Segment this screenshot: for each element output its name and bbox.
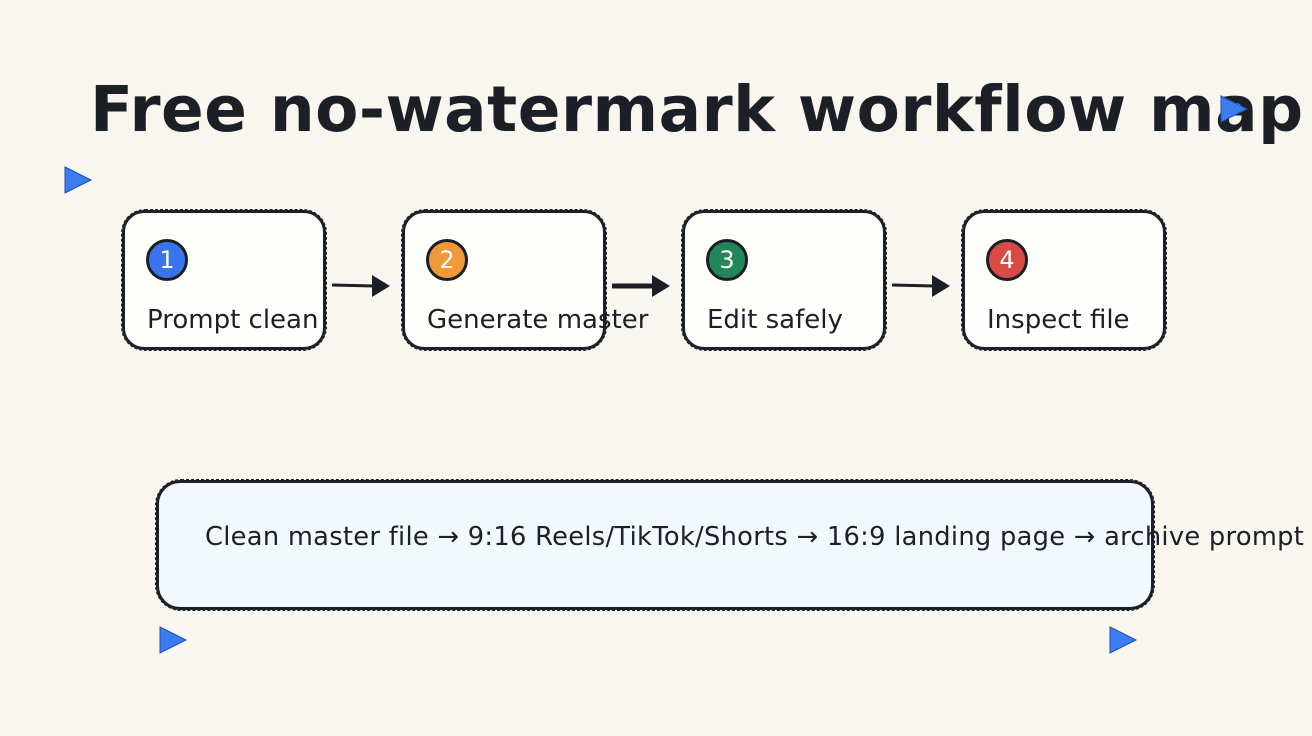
arrow-right-icon xyxy=(891,275,950,297)
play-triangle-icon xyxy=(1109,626,1138,654)
page-title: Free no-watermark workflow map xyxy=(90,73,1304,146)
step-label: Prompt clean xyxy=(147,305,319,335)
step-number-badge: 3 xyxy=(706,239,748,281)
arrow-right-icon xyxy=(612,275,670,297)
step-label: Generate master xyxy=(427,305,649,335)
summary-banner-text: Clean master file → 9:16 Reels/TikTok/Sh… xyxy=(205,522,1305,552)
arrow-right-icon xyxy=(331,275,390,297)
step-label: Edit safely xyxy=(707,305,843,335)
step-card-1: 1 Prompt clean xyxy=(121,209,327,351)
step-card-2: 2 Generate master xyxy=(401,209,648,351)
step-label: Inspect file xyxy=(987,305,1130,335)
step-number-badge: 4 xyxy=(986,239,1028,281)
step-number-badge: 1 xyxy=(146,239,188,281)
step-card-4: 4 Inspect file xyxy=(961,209,1167,351)
step-number-badge: 2 xyxy=(426,239,468,281)
play-triangle-icon xyxy=(64,166,93,194)
play-triangle-icon xyxy=(159,626,188,654)
step-card-3: 3 Edit safely xyxy=(681,209,887,351)
